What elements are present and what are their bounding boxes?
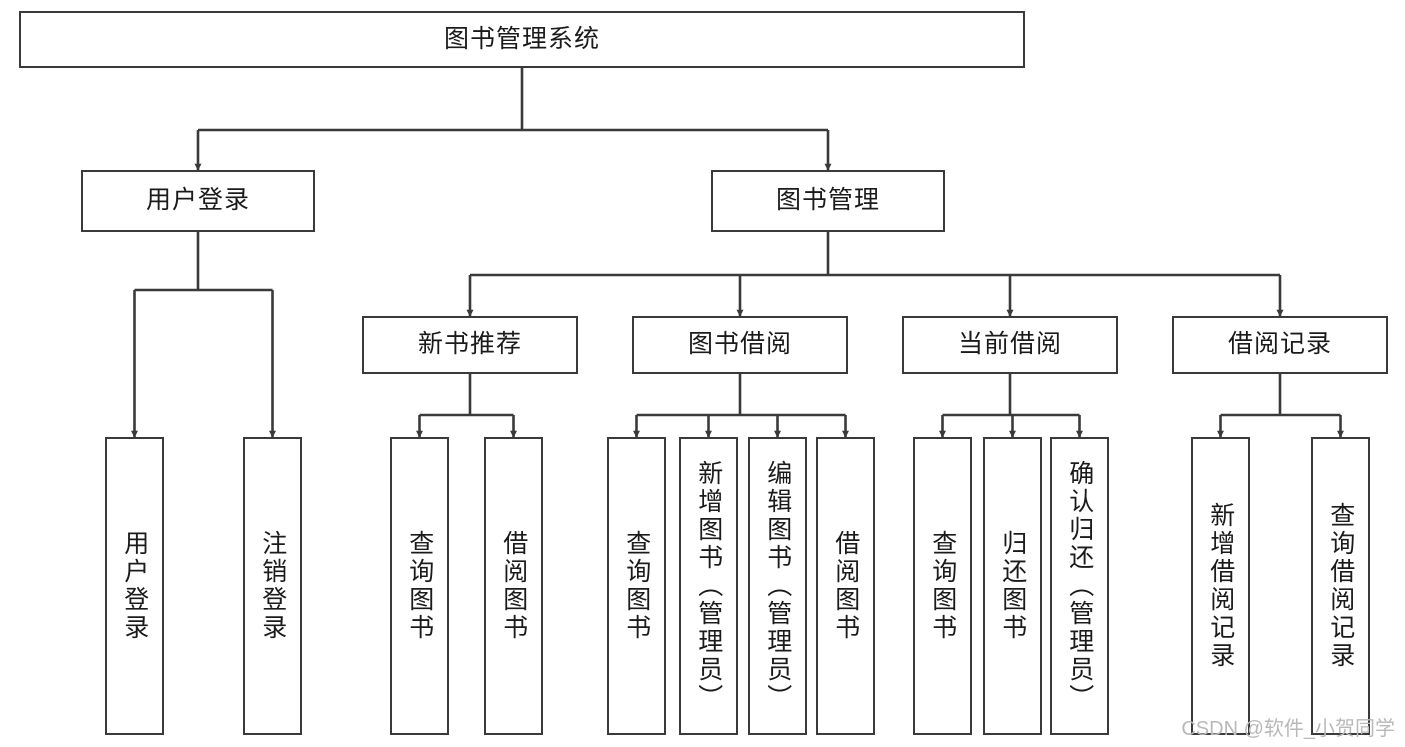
- node-label: 编辑图书（管理员）: [763, 460, 792, 712]
- node-label: 图书管理系统: [443, 24, 600, 53]
- leaf-node-leaf-borrow-book-new[interactable]: 借阅图书: [484, 437, 543, 735]
- leaf-node-leaf-borrow-book[interactable]: 借阅图书: [816, 437, 875, 735]
- node-label: 借阅记录: [1227, 330, 1332, 359]
- watermark-label: CSDN @软件_小贺同学: [1181, 718, 1395, 740]
- root-node-root[interactable]: 图书管理系统: [19, 11, 1025, 68]
- leaf-node-leaf-query-book-current[interactable]: 查询图书: [913, 437, 972, 735]
- leaf-node-leaf-confirm-return-admin[interactable]: 确认归还（管理员）: [1050, 437, 1109, 735]
- node-label: 图书借阅: [687, 330, 792, 359]
- node-label: 借阅图书: [831, 530, 860, 642]
- node-label: 查询图书: [622, 530, 651, 642]
- node-label: 当前借阅: [957, 330, 1062, 359]
- leaf-node-leaf-query-borrow-record[interactable]: 查询借阅记录: [1311, 437, 1370, 735]
- leaf-node-leaf-query-book-borrow[interactable]: 查询图书: [607, 437, 666, 735]
- node-label: 归还图书: [998, 530, 1027, 642]
- node-book-borrow[interactable]: 图书借阅: [632, 316, 848, 374]
- node-label: 用户登录: [145, 186, 250, 215]
- leaf-node-leaf-edit-book-admin[interactable]: 编辑图书（管理员）: [748, 437, 807, 735]
- node-label: 借阅图书: [499, 530, 528, 642]
- node-label: 查询图书: [405, 530, 434, 642]
- leaf-node-leaf-logout[interactable]: 注销登录: [243, 437, 302, 735]
- leaf-node-leaf-return-book[interactable]: 归还图书: [983, 437, 1042, 735]
- node-label: 新增图书（管理员）: [694, 460, 723, 712]
- node-current-borrow[interactable]: 当前借阅: [902, 316, 1118, 374]
- node-label: 查询借阅记录: [1326, 502, 1355, 670]
- node-label: 注销登录: [258, 530, 287, 642]
- node-borrow-records[interactable]: 借阅记录: [1172, 316, 1388, 374]
- node-label: 查询图书: [928, 530, 957, 642]
- leaf-node-leaf-add-book-admin[interactable]: 新增图书（管理员）: [679, 437, 738, 735]
- leaf-node-leaf-add-borrow-record[interactable]: 新增借阅记录: [1191, 437, 1250, 735]
- leaf-node-leaf-user-login[interactable]: 用户登录: [105, 437, 164, 735]
- node-user-login[interactable]: 用户登录: [81, 170, 315, 232]
- node-label: 图书管理: [775, 186, 880, 215]
- node-label: 确认归还（管理员）: [1065, 460, 1094, 712]
- leaf-node-leaf-query-book-new[interactable]: 查询图书: [390, 437, 449, 735]
- node-label: 新增借阅记录: [1206, 502, 1235, 670]
- node-book-management[interactable]: 图书管理: [711, 170, 945, 232]
- node-new-book-recommend[interactable]: 新书推荐: [362, 316, 578, 374]
- node-label: 用户登录: [120, 530, 149, 642]
- node-label: 新书推荐: [417, 330, 522, 359]
